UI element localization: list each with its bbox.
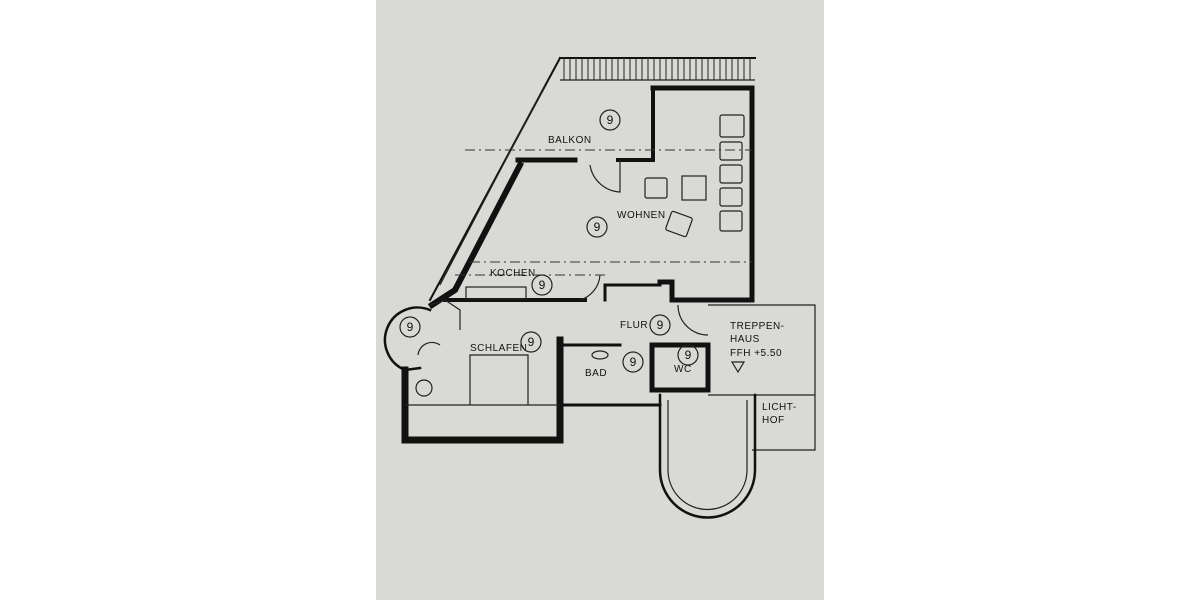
stairwell-label-2: HAUS: [730, 334, 760, 345]
room-number-balkon: 9: [599, 109, 621, 131]
room-label-wc: WC: [674, 364, 692, 375]
svg-text:9: 9: [539, 278, 546, 292]
room-label-schlafen: SCHLAFEN: [470, 343, 527, 354]
walls: [383, 85, 816, 519]
furniture: [415, 114, 745, 397]
svg-text:9: 9: [630, 355, 637, 369]
room-number-schlafen: 9: [520, 331, 542, 353]
room-label-wohnen: WOHNEN: [617, 210, 666, 221]
room-label-flur: FLUR: [620, 320, 648, 331]
room-number-wc: 9: [677, 344, 699, 366]
level-marker-icon: [730, 361, 746, 374]
room-number-flur: 9: [649, 314, 671, 336]
room-number-wohnen: 9: [586, 216, 608, 238]
svg-text:9: 9: [657, 318, 664, 332]
room-number-bad: 9: [622, 351, 644, 373]
room-label-kochen: KOCHEN: [490, 268, 536, 279]
svg-text:9: 9: [528, 335, 535, 349]
room-label-bad: BAD: [585, 368, 607, 379]
svg-text:9: 9: [607, 113, 614, 127]
courtyard-label-1: LICHT-: [762, 402, 797, 413]
stairwell-label-1: TREPPEN-: [730, 321, 785, 332]
svg-text:9: 9: [407, 320, 414, 334]
balcony-railing: [428, 56, 756, 302]
svg-text:9: 9: [685, 348, 692, 362]
room-number-small-balcony: 9: [399, 316, 421, 338]
svg-text:9: 9: [594, 220, 601, 234]
courtyard-label-2: HOF: [762, 415, 785, 426]
room-number-kochen: 9: [531, 274, 553, 296]
room-label-balkon: BALKON: [548, 135, 592, 146]
stairwell-level: FFH +5.50: [730, 348, 782, 359]
